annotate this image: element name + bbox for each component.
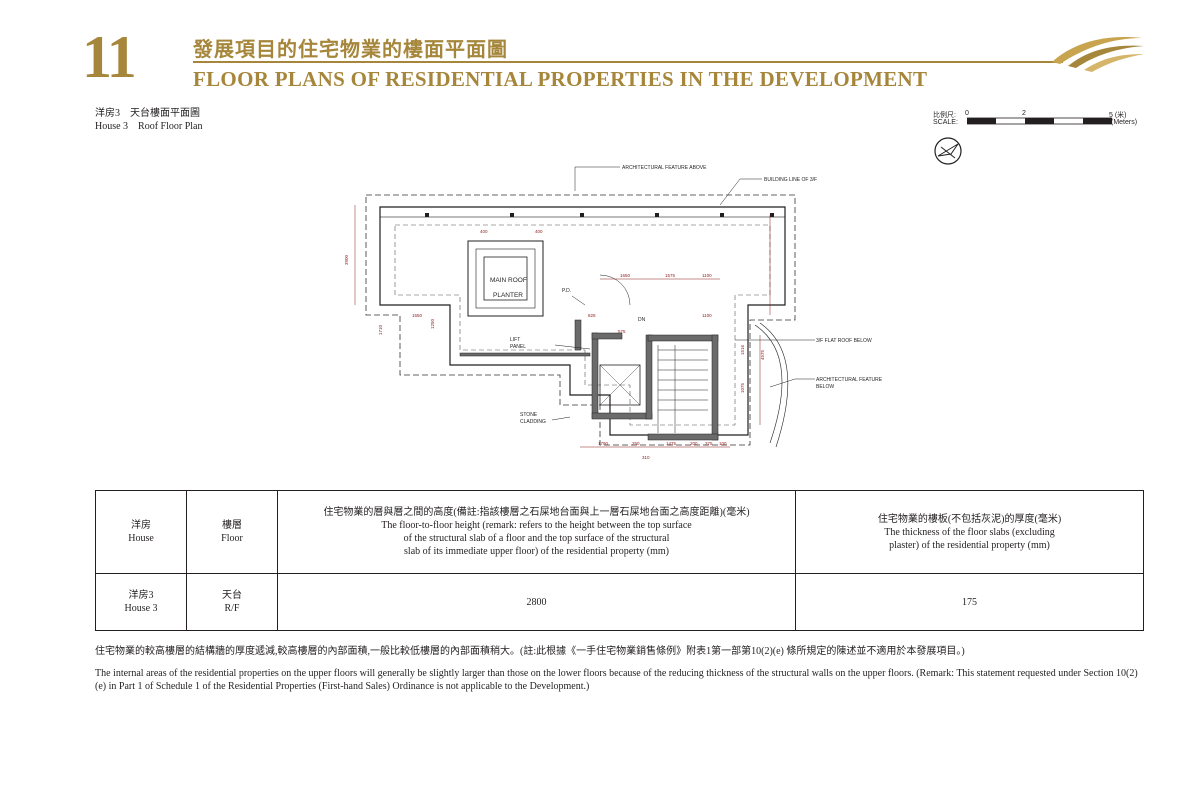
plan-label-zh: 洋房3 天台樓面平面圖: [95, 108, 200, 119]
door-swing: [599, 274, 631, 306]
dim-375: 375: [705, 441, 713, 446]
cell-house-zh: 洋房3: [128, 590, 154, 601]
label-lift-panel-1: LIFT: [510, 337, 520, 343]
dim-1650: 1650: [620, 273, 631, 278]
scale-unit-en: (Meters): [1111, 119, 1138, 126]
cell-floor-en: R/F: [224, 603, 240, 614]
label-flat-roof: 3/F FLAT ROOF BELOW: [816, 338, 872, 344]
note-zh: 住宅物業的較高樓層的結構牆的厚度遞減,較高樓層的內部面積,一般比較低樓層的內部面…: [95, 646, 965, 657]
header-floor: 樓層 Floor: [186, 490, 278, 574]
dim-1790: 1790: [598, 441, 609, 446]
scale-tick-2: 2: [1022, 110, 1026, 117]
page-title-en: FLOOR PLANS OF RESIDENTIAL PROPERTIES IN…: [193, 67, 928, 91]
cell-height: 2800: [277, 573, 796, 631]
header-height-zh: 住宅物業的層與層之間的高度(備註:指該樓層之石屎地台面與上一層石屎地台面之高度距…: [323, 507, 750, 518]
cell-slab: 175: [795, 573, 1144, 631]
label-building-line: BUILDING LINE OF 3/F: [764, 177, 817, 183]
scale-label-en: SCALE:: [933, 119, 958, 126]
planter-label-2: PLANTER: [493, 292, 523, 299]
floor-height-table: 洋房 House 樓層 Floor 住宅物業的層與層之間的高度(備註:指該樓層之…: [95, 490, 1144, 631]
label-lift-panel-2: PANEL: [510, 344, 526, 350]
header-house-zh: 洋房: [131, 520, 151, 531]
dim-310: 310: [642, 455, 650, 460]
dim-4575: 4575: [760, 349, 765, 360]
dim-1710: 1710: [378, 324, 383, 335]
building-line: [379, 206, 786, 436]
stair-treads: [657, 345, 708, 433]
lift-shaft: [599, 364, 641, 406]
planter-inner: [483, 256, 528, 301]
header-house-en: House: [128, 533, 154, 544]
header-house: 洋房 House: [95, 490, 187, 574]
header-height-en-2: of the structural slab of a floor and th…: [403, 533, 670, 544]
flat-roof-curve: [754, 324, 783, 444]
scale-label-zh: 比例尺:: [933, 112, 956, 119]
label-stone-1: STONE: [520, 412, 538, 418]
header-slab-zh: 住宅物業的樓板(不包括灰泥)的厚度(毫米): [877, 513, 1062, 525]
plan-label: 洋房3 天台樓面平面圖 House 3 Roof Floor Plan: [95, 107, 203, 133]
core-walls: [459, 319, 719, 441]
table-header-row: 洋房 House 樓層 Floor 住宅物業的層與層之間的高度(備註:指該樓層之…: [95, 490, 1144, 574]
column-markers: [425, 213, 774, 217]
scale-bar: 比例尺: SCALE: 0 2 5 (米) (Meters): [933, 108, 1148, 178]
cell-floor-zh: 天台: [222, 590, 242, 601]
north-arrow-icon: [934, 137, 962, 165]
header-slab: 住宅物業的樓板(不包括灰泥)的厚度(毫米) The thickness of t…: [795, 490, 1144, 574]
lift-cross-2: [599, 364, 641, 406]
page-title-zh: 發展項目的住宅物業的樓面平面圖: [193, 39, 508, 61]
cell-floor: 天台 R/F: [186, 573, 278, 631]
cell-house: 洋房3 House 3: [95, 573, 187, 631]
dim-1575: 1575: [665, 273, 676, 278]
dim-1250: 1250: [430, 318, 435, 329]
scale-tick-5: 5 (米): [1109, 112, 1127, 119]
scale-tick-0: 0: [965, 110, 969, 117]
table-row: 洋房3 House 3 天台 R/F 2800 175: [95, 573, 1144, 631]
header-floor-en: Floor: [221, 533, 243, 544]
header-height-en-1: The floor-to-floor height (remark: refer…: [381, 520, 692, 531]
dim-3900: 3900: [344, 254, 349, 265]
dim-1100b: 1100: [702, 313, 712, 318]
dim-400a: 400: [480, 229, 488, 234]
dimension-lines: [354, 205, 771, 448]
header-height-en-3: slab of its immediate upper floor) of th…: [404, 546, 669, 557]
dim-575: 575: [618, 329, 626, 334]
dim-825: 825: [588, 313, 596, 318]
dim-100: 100: [719, 441, 727, 446]
chapter-number: 11: [82, 24, 137, 90]
label-stone-2: CLADDING: [520, 419, 546, 425]
label-pd: P.D.: [562, 288, 571, 294]
label-arch-below-1: ARCHITECTURAL FEATURE: [816, 377, 883, 383]
planter-outer: [467, 240, 544, 317]
label-arch-below-2: BELOW: [816, 384, 834, 390]
leader-lines: [551, 166, 815, 421]
dim-200: 200: [690, 441, 698, 446]
header-floor-zh: 樓層: [222, 520, 242, 531]
brand-logo-icon: [1052, 37, 1144, 72]
dim-1075: 1075: [740, 382, 745, 393]
header-height: 住宅物業的層與層之間的高度(備註:指該樓層之石屎地台面與上一層石屎地台面之高度距…: [277, 490, 796, 574]
dim-1100: 1100: [702, 273, 712, 278]
plan-label-en: House 3 Roof Floor Plan: [95, 121, 203, 132]
label-arch-feature-above: ARCHITECTURAL FEATURE ABOVE: [622, 165, 707, 171]
planter-label-1: MAIN ROOF: [490, 277, 527, 284]
header-slab-en-2: plaster) of the residential property (mm…: [889, 539, 1050, 551]
title-divider: [193, 61, 1063, 63]
label-dn: DN: [638, 317, 646, 323]
dim-250: 250: [632, 441, 640, 446]
roof-floor-plan: MAIN ROOF PLANTER ARCHITECTURAL FEATU: [344, 165, 883, 460]
scale-bar-graphic: [967, 117, 1112, 125]
flat-roof-curve-2: [759, 322, 789, 448]
dim-1550: 1550: [412, 313, 423, 318]
header-slab-en-1: The thickness of the floor slabs (exclud…: [884, 526, 1055, 538]
dim-400b: 400: [535, 229, 543, 234]
planter-mid: [475, 248, 536, 309]
cell-house-en: House 3: [124, 603, 158, 614]
note-en: The internal areas of the residential pr…: [95, 668, 1138, 692]
dim-1516: 1516: [740, 344, 745, 355]
dim-1475: 1475: [666, 441, 677, 446]
